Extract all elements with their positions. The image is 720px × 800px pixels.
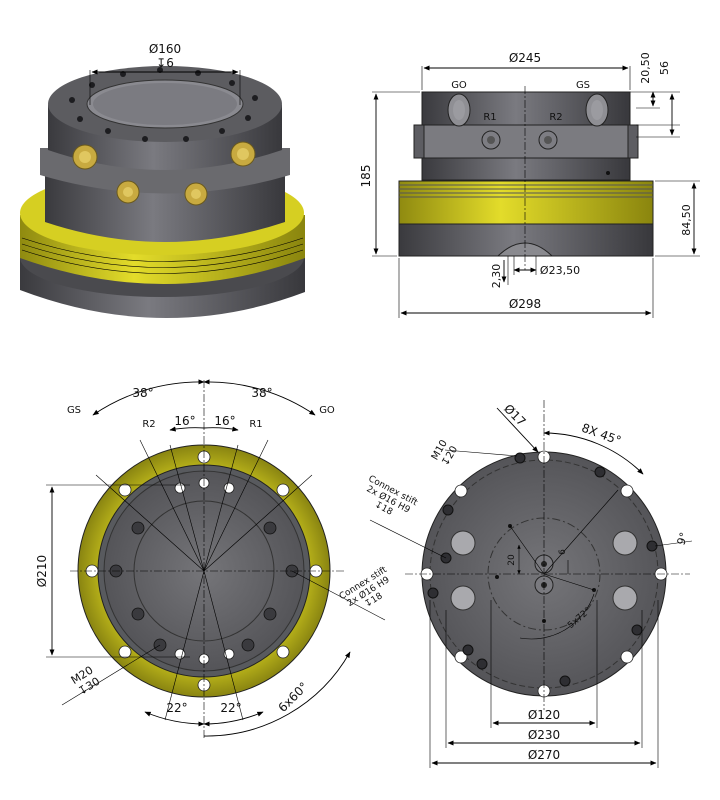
bl-pattern-6x60: 6x60°	[275, 679, 310, 714]
bl-angle-22-left: 22°	[166, 701, 187, 715]
side-h-84-50: 84,50	[680, 204, 693, 236]
br-dia-270: Ø270	[528, 748, 560, 762]
side-dia-298: Ø298	[509, 297, 541, 311]
bl-angle-16-left: 16°	[174, 414, 195, 428]
side-view: GO GS R1 R2 Ø245 20,50 56 185 84,50 2,30	[359, 51, 700, 318]
bottom-left-view: Ø210 38° 38° 16° 16° GS GO R2 R1 22° 22°…	[35, 379, 392, 740]
side-h-2-30: 2,30	[490, 264, 503, 289]
br-dia-120: Ø120	[528, 708, 560, 722]
br-dim-20: 20	[507, 554, 517, 566]
bottom-right-view: 8X 45° Ø17 M10 ↧20 Connex stift 2x Ø16 H…	[365, 400, 693, 768]
bl-label-go: GO	[319, 405, 335, 416]
side-label-r2: R2	[549, 112, 562, 123]
side-label-r1: R1	[483, 112, 496, 123]
iso-depth-6: ↧6	[156, 56, 174, 70]
side-h-20-50: 20,50	[639, 52, 652, 84]
side-h-185: 185	[359, 165, 373, 188]
br-dim-6: 6	[558, 549, 568, 555]
side-dia-23-50: Ø23,50	[540, 264, 580, 277]
bl-angle-22-right: 22°	[220, 701, 241, 715]
bl-label-gs: GS	[67, 405, 81, 416]
bl-label-r1: R1	[249, 419, 262, 430]
bl-label-r2: R2	[142, 419, 155, 430]
side-label-go: GO	[451, 80, 467, 91]
bl-angle-38-right: 38°	[251, 386, 272, 400]
iso-view: Ø160 ↧6	[20, 42, 305, 319]
brass-fitting	[72, 141, 256, 206]
bl-angle-38-left: 38°	[132, 386, 153, 400]
side-label-gs: GS	[576, 80, 590, 91]
br-angle-9: 9°	[674, 531, 690, 547]
side-h-56: 56	[658, 61, 671, 75]
br-dia-230: Ø230	[528, 728, 560, 742]
bl-angle-16-right: 16°	[214, 414, 235, 428]
br-pattern-8x45: 8X 45°	[580, 421, 623, 448]
br-dia-17: Ø17	[501, 401, 528, 428]
iso-dia-160: Ø160	[149, 42, 181, 56]
bl-dia-210: Ø210	[35, 555, 49, 587]
side-dia-245: Ø245	[509, 51, 541, 65]
